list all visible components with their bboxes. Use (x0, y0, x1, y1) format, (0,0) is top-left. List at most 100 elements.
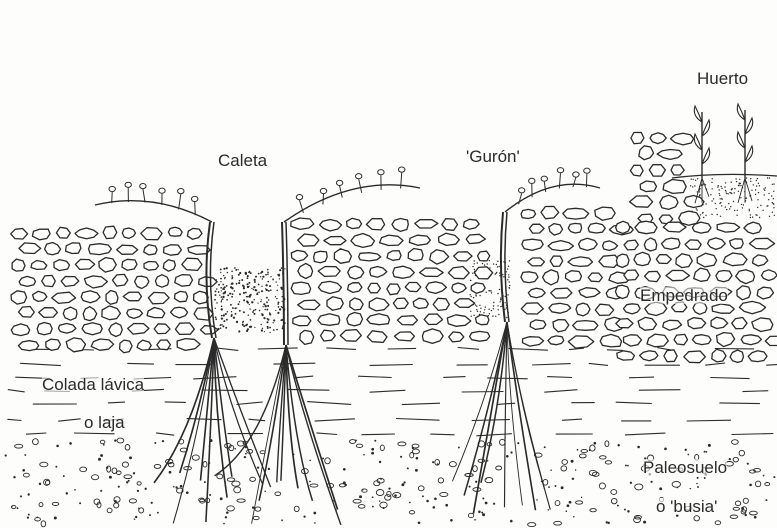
stone (117, 245, 138, 254)
soil-dot (502, 274, 503, 275)
stone (369, 298, 389, 311)
stone (154, 324, 170, 334)
grain (650, 481, 652, 483)
pebble (561, 466, 567, 471)
stone (617, 351, 635, 360)
leaf (178, 189, 184, 194)
soil-dot (756, 180, 757, 181)
stone (543, 270, 559, 285)
soil-dot (242, 321, 244, 323)
soil-dot (245, 292, 247, 294)
soil-dot (756, 185, 757, 186)
soil-dot (251, 301, 253, 303)
stone (692, 222, 711, 233)
grain (403, 481, 405, 483)
soil-dot (764, 194, 765, 195)
grain (39, 483, 41, 485)
stone (624, 270, 639, 280)
root (473, 322, 507, 514)
soil-dot (774, 215, 775, 216)
soil-dot (508, 276, 509, 277)
stone (18, 341, 38, 351)
stone (430, 250, 449, 264)
grain (106, 467, 108, 469)
pebble (325, 458, 331, 464)
grain (704, 477, 706, 479)
soil-dot (500, 299, 501, 300)
stone (452, 283, 466, 293)
lava-dash (20, 363, 61, 365)
stone (749, 238, 774, 249)
stone (291, 218, 314, 229)
soil-dot (699, 191, 700, 192)
stone (568, 223, 581, 233)
soil-dot (735, 178, 736, 179)
grain (493, 503, 495, 505)
soil-dot (276, 281, 277, 282)
soil-dot (265, 284, 267, 286)
grain (418, 521, 421, 524)
stone (318, 281, 341, 293)
lava-dash (7, 419, 21, 420)
stone (168, 227, 182, 236)
grain (129, 456, 132, 459)
stone (737, 286, 751, 300)
pebble (611, 490, 617, 495)
grain (747, 463, 749, 465)
soil-dot (255, 309, 257, 311)
soil-dot (721, 205, 722, 206)
stone (370, 267, 387, 278)
stone (177, 339, 200, 351)
lava-dash (629, 377, 654, 378)
stone (175, 323, 194, 335)
soil-dot (768, 199, 769, 200)
pebble (122, 462, 128, 467)
label-caleta: Caleta (218, 152, 267, 169)
soil-dot (226, 285, 228, 287)
soil-dot (759, 185, 760, 186)
soil-dot (220, 281, 221, 282)
stone (359, 253, 381, 261)
pebble (45, 481, 49, 485)
stone (367, 331, 387, 343)
grain (151, 502, 153, 504)
root (252, 345, 286, 524)
soil-dot (247, 302, 249, 304)
soil-dot (773, 191, 774, 192)
stone (413, 298, 428, 308)
stone (52, 292, 76, 303)
grain (415, 469, 418, 472)
stone (439, 233, 460, 245)
grain (606, 521, 608, 523)
soil-dot (470, 294, 471, 295)
grain (234, 448, 236, 450)
pebble (24, 473, 30, 477)
soil-dot (736, 215, 737, 216)
grain (79, 502, 81, 504)
soil-dot (690, 185, 691, 186)
soil-dot (267, 269, 269, 271)
soil-dot (243, 292, 245, 294)
stone (387, 251, 401, 260)
soil-dot (269, 313, 271, 315)
soil-dot (721, 199, 722, 200)
soil-dot (255, 276, 257, 278)
soil-dot (231, 270, 233, 272)
soil-dot (278, 302, 280, 304)
soil-dot (247, 324, 248, 325)
soil-dot (222, 298, 224, 300)
grain (581, 497, 582, 498)
lava-dash (443, 377, 465, 378)
grain (69, 442, 72, 445)
soil-dot (243, 299, 245, 301)
pebble (107, 508, 112, 513)
stone (19, 307, 35, 318)
stone (42, 275, 56, 286)
soil-dot (474, 260, 475, 261)
soil-dot (266, 321, 268, 323)
soil-dot (753, 184, 754, 185)
soil-dot (277, 312, 279, 314)
pebble (356, 444, 363, 447)
pebble (137, 482, 141, 485)
stone (664, 350, 677, 362)
